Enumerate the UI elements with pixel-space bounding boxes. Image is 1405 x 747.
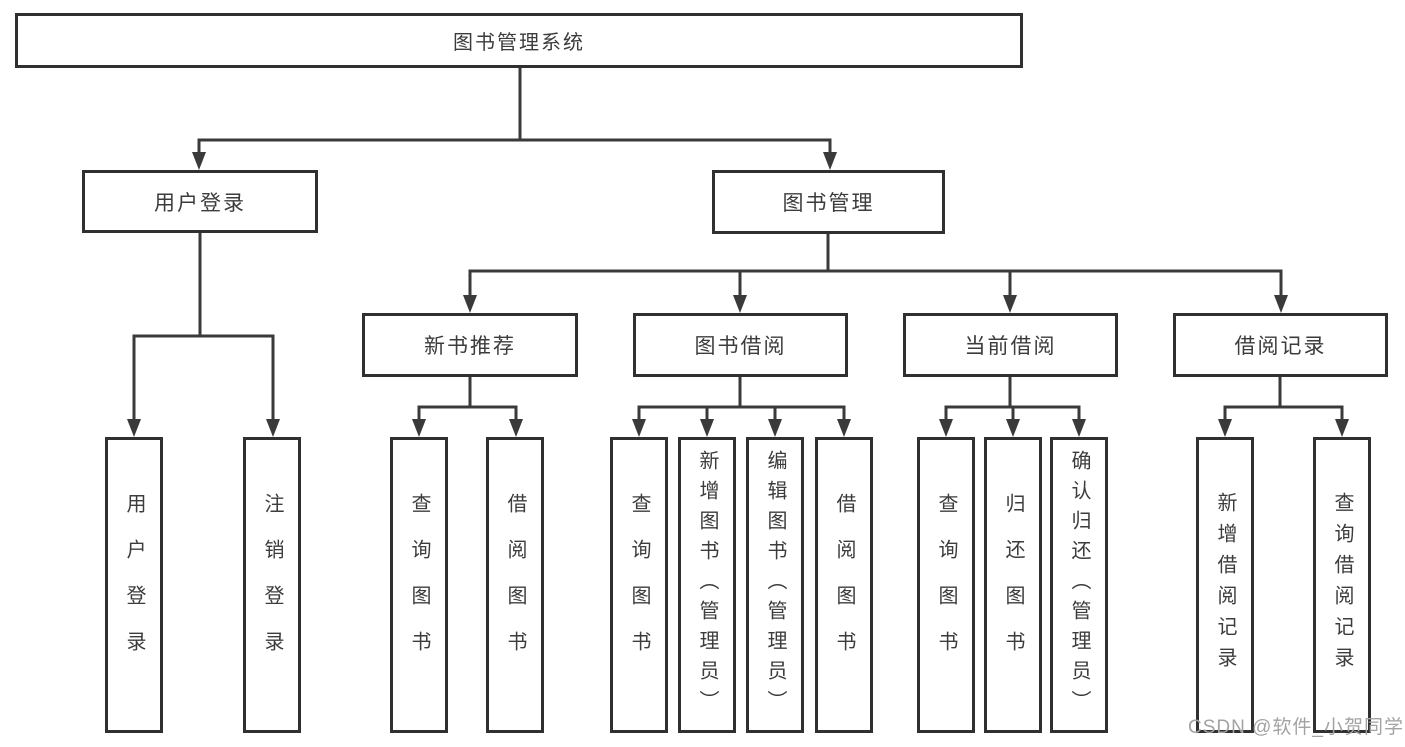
node-root-label: 图书管理系统	[453, 32, 585, 54]
node-root: 图书管理系统	[15, 13, 1023, 68]
leaf-borrow-books-1: 借阅图书	[486, 437, 544, 733]
node-new-book-recommend: 新书推荐	[362, 313, 578, 377]
leaf-return-book: 归还图书	[984, 437, 1042, 733]
node-borrowing-records-label: 借阅记录	[1234, 335, 1327, 358]
node-user-login-label: 用户登录	[154, 191, 246, 215]
node-borrowing-records: 借阅记录	[1173, 313, 1388, 377]
leaf-add-book-admin: 新增图书（管理员）	[678, 437, 736, 733]
node-current-borrowing-label: 当前借阅	[964, 335, 1057, 358]
leaf-edit-book-admin-label: 编辑图书（管理员）	[764, 450, 786, 720]
leaf-borrow-books-1-label: 借阅图书	[504, 493, 526, 677]
leaf-confirm-return-admin: 确认归还（管理员）	[1050, 437, 1108, 733]
leaf-query-books-3: 查询图书	[917, 437, 975, 733]
leaf-query-books-1: 查询图书	[390, 437, 448, 733]
leaf-logout-label: 注销登录	[261, 493, 283, 677]
node-user-login: 用户登录	[82, 170, 318, 233]
leaf-query-books-2: 查询图书	[610, 437, 668, 733]
leaf-user-login-label: 用户登录	[123, 493, 145, 677]
leaf-return-book-label: 归还图书	[1002, 493, 1024, 677]
leaf-confirm-return-admin-label: 确认归还（管理员）	[1068, 450, 1090, 720]
leaf-query-books-3-label: 查询图书	[935, 493, 957, 677]
csdn-watermark: CSDN @软件_小贺同学	[1188, 717, 1404, 738]
node-book-borrowing-label: 图书借阅	[694, 335, 787, 358]
leaf-user-login: 用户登录	[105, 437, 163, 733]
leaf-logout: 注销登录	[243, 437, 301, 733]
leaf-query-borrow-record: 查询借阅记录	[1313, 437, 1371, 733]
node-current-borrowing: 当前借阅	[903, 313, 1118, 377]
node-new-book-recommend-label: 新书推荐	[424, 335, 516, 358]
node-book-management: 图书管理	[712, 170, 945, 234]
leaf-borrow-books-2-label: 借阅图书	[833, 493, 855, 677]
leaf-add-borrow-record-label: 新增借阅记录	[1214, 492, 1236, 678]
node-book-borrowing: 图书借阅	[633, 313, 848, 377]
leaf-query-books-2-label: 查询图书	[628, 493, 650, 677]
leaf-borrow-books-2: 借阅图书	[815, 437, 873, 733]
leaf-add-borrow-record: 新增借阅记录	[1196, 437, 1254, 733]
leaf-query-books-1-label: 查询图书	[408, 493, 430, 677]
leaf-add-book-admin-label: 新增图书（管理员）	[696, 450, 718, 720]
node-book-management-label: 图书管理	[782, 192, 875, 215]
leaf-query-borrow-record-label: 查询借阅记录	[1331, 492, 1353, 678]
leaf-edit-book-admin: 编辑图书（管理员）	[746, 437, 804, 733]
